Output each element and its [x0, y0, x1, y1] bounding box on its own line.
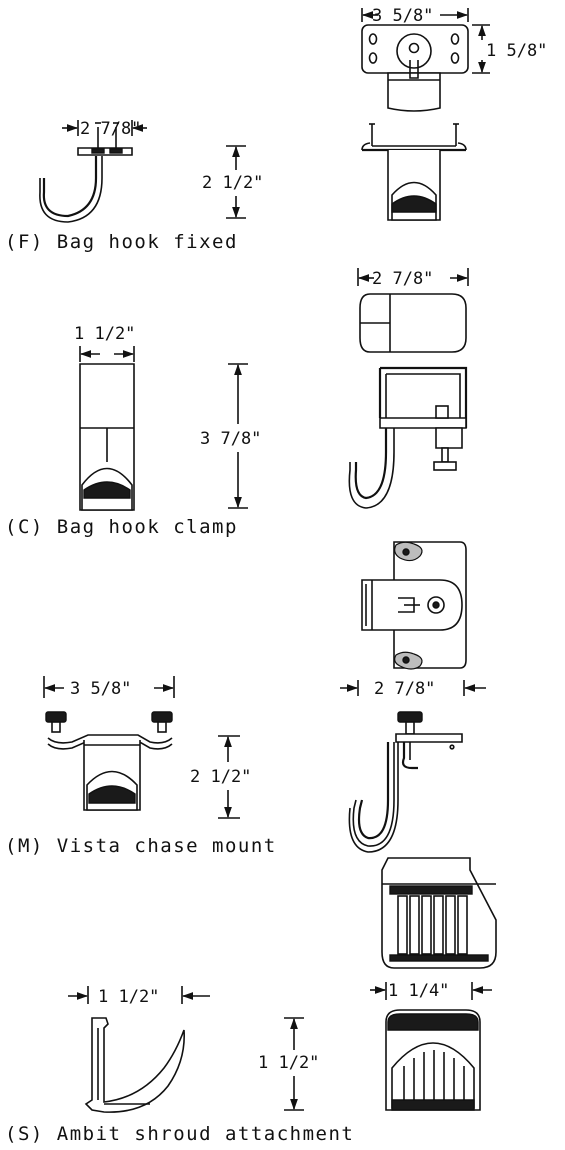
fixed-height-label: 2 1/2" [202, 173, 263, 193]
vista-height-dim: 2 1/2" [190, 735, 251, 819]
clamp-top-width-label: 2 7/8" [372, 269, 433, 289]
vista-side-view [348, 711, 463, 853]
clamp-height-dim: 3 7/8" [200, 363, 261, 509]
vista-front-view [45, 711, 173, 811]
clamp-front-width-label: 1 1/2" [74, 324, 135, 344]
fixed-top-view [361, 24, 469, 112]
vista-front-width-dim: 3 5/8" [43, 676, 175, 699]
fixed-top-width-label: 3 5/8" [372, 6, 433, 26]
ambit-front-width-label: 1 1/4" [388, 981, 449, 1001]
clamp-side-view [348, 366, 468, 509]
ambit-front-width-dim: 1 1/4" [370, 981, 492, 1001]
fixed-top-height-dim: 1 5/8" [472, 24, 547, 74]
fixed-side-width-dim: 2 7/8" [62, 119, 147, 139]
fixed-front-view [361, 123, 467, 221]
caption-clamp: (C) Bag hook clamp [5, 516, 238, 538]
vista-side-width-label: 2 7/8" [374, 679, 435, 699]
caption-fixed: (F) Bag hook fixed [5, 231, 238, 253]
vista-height-label: 2 1/2" [190, 767, 251, 787]
ambit-top-view [381, 857, 497, 969]
fixed-top-height-label: 1 5/8" [486, 41, 547, 61]
ambit-side-view [84, 1017, 185, 1113]
ambit-height-dim: 1 1/2" [258, 1017, 319, 1111]
clamp-front-width-dim: 1 1/2" [74, 324, 135, 362]
fixed-side-width-label: 2 7/8" [80, 119, 141, 139]
fixed-side-view [39, 122, 133, 223]
clamp-top-view [359, 293, 467, 353]
vista-front-width-label: 3 5/8" [70, 679, 131, 699]
vista-side-width-dim: 2 7/8" [340, 679, 486, 699]
clamp-top-width-dim: 2 7/8" [357, 268, 469, 289]
ambit-height-label: 1 1/2" [258, 1053, 319, 1073]
fixed-top-width-dim: 3 5/8" [361, 6, 469, 26]
fixed-height-dim: 2 1/2" [202, 145, 263, 219]
clamp-height-label: 3 7/8" [200, 429, 261, 449]
ambit-side-width-dim: 1 1/2" [68, 986, 210, 1007]
caption-vista: (M) Vista chase mount [5, 835, 277, 857]
vista-top-view [361, 541, 467, 670]
clamp-front-view [79, 363, 135, 511]
ambit-front-view [385, 1009, 481, 1111]
ambit-side-width-label: 1 1/2" [98, 987, 159, 1007]
caption-ambit: (S) Ambit shroud attachment [5, 1123, 354, 1145]
